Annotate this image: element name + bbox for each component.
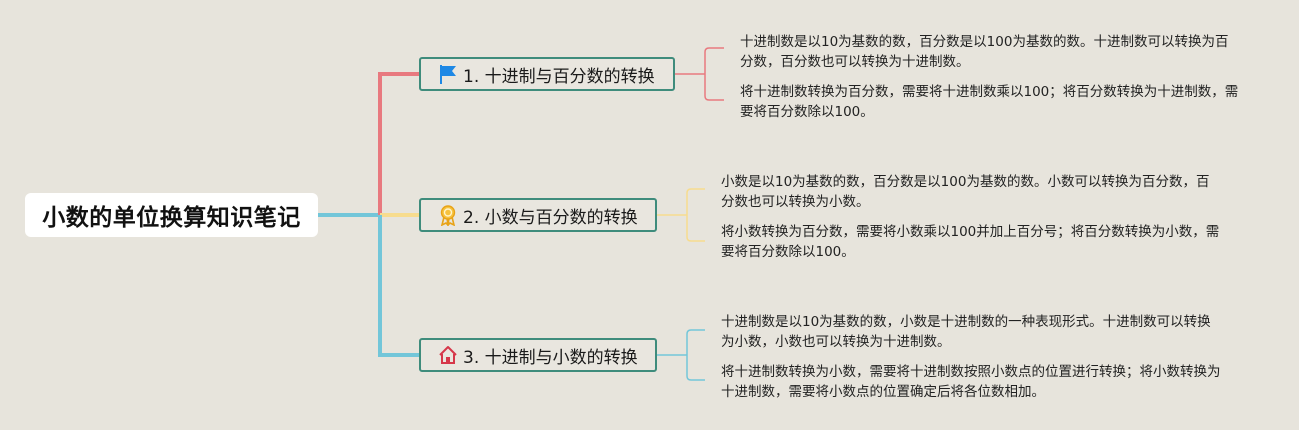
topic-label: 1. 十进制与百分数的转换 xyxy=(463,66,655,87)
root-topic[interactable]: 小数的单位换算知识笔记 xyxy=(25,193,318,237)
topic-label: 3. 十进制与小数的转换 xyxy=(463,347,638,368)
note-item: 十进制数是以10为基数的数，小数是十进制数的一种表现形式。十进制数可以转换为小数… xyxy=(721,314,1211,350)
branch-3-connector xyxy=(378,215,419,357)
note-item: 将十进制数转换为小数，需要将十进制数按照小数点的位置进行转换；将小数转换为十进制… xyxy=(721,364,1221,400)
home-icon xyxy=(437,344,459,366)
branch-2-notes-connector xyxy=(656,188,705,242)
note-item: 十进制数是以10为基数的数，百分数是以100为基数的数。十进制数可以转换为百分数… xyxy=(740,34,1229,70)
branch-1-notes-connector xyxy=(675,47,724,101)
branch-3-notes-connector xyxy=(656,329,705,381)
notes-branch-3: 十进制数是以10为基数的数，小数是十进制数的一种表现形式。十进制数可以转换为小数… xyxy=(721,312,1221,412)
notes-branch-2: 小数是以10为基数的数，百分数是以100为基数的数。小数可以转换为百分数，百分数… xyxy=(721,172,1221,272)
note-item: 小数是以10为基数的数，百分数是以100为基数的数。小数可以转换为百分数，百分数… xyxy=(721,174,1210,210)
topic-decimal-fraction-percent[interactable]: 2. 小数与百分数的转换 xyxy=(419,198,657,232)
flag-icon xyxy=(437,63,459,85)
notes-branch-1: 十进制数是以10为基数的数，百分数是以100为基数的数。十进制数可以转换为百分数… xyxy=(740,32,1240,132)
topic-label: 2. 小数与百分数的转换 xyxy=(463,207,638,228)
topic-decimal-system-fraction[interactable]: 3. 十进制与小数的转换 xyxy=(419,338,657,372)
award-medal-icon xyxy=(437,204,459,226)
branch-1-connector xyxy=(378,72,419,215)
note-item: 将小数转换为百分数，需要将小数乘以100并加上百分号；将百分数转换为小数，需要将… xyxy=(721,224,1220,260)
root-title: 小数的单位换算知识笔记 xyxy=(42,205,301,231)
note-item: 将十进制数转换为百分数，需要将十进制数乘以100；将百分数转换为十进制数，需要将… xyxy=(740,84,1239,120)
topic-decimal-percent[interactable]: 1. 十进制与百分数的转换 xyxy=(419,57,675,91)
